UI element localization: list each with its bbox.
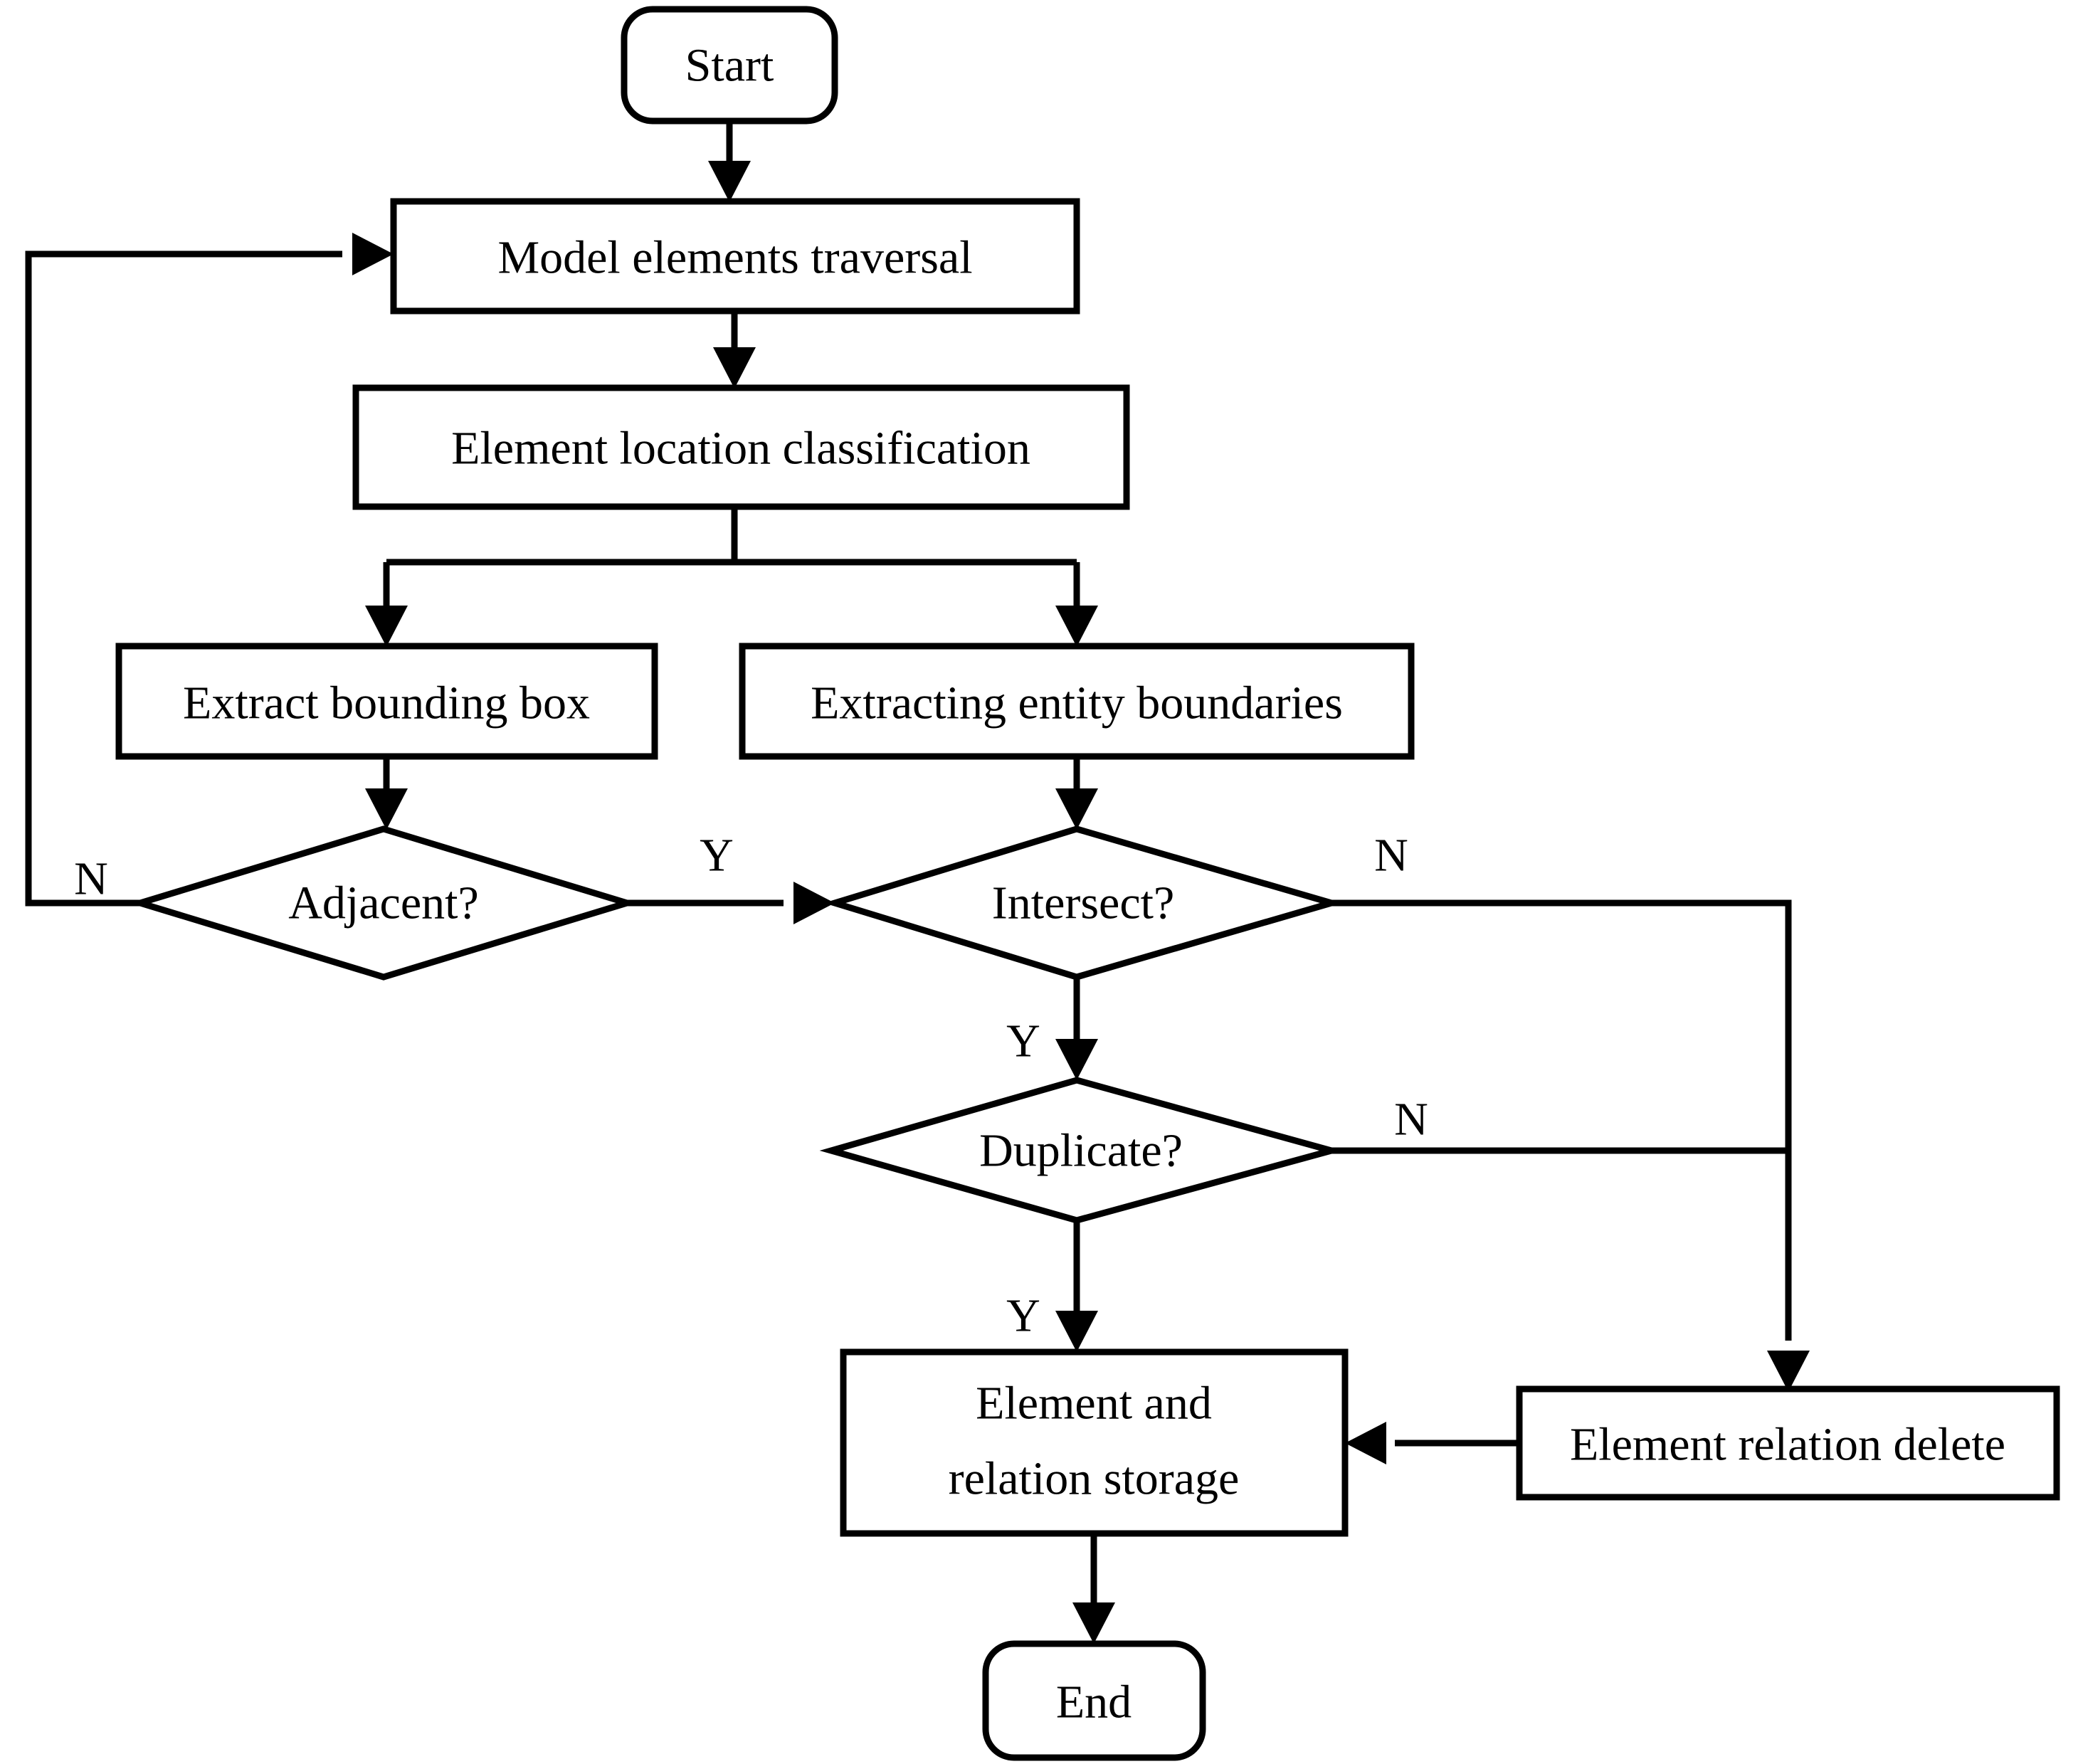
adjacent-shape: [129, 825, 638, 981]
duplicate-shape: [819, 1077, 1344, 1224]
bounding-box-shape: [115, 643, 658, 760]
node-adjacent-decision[interactable]: Adjacent?: [129, 825, 638, 981]
node-end[interactable]: End: [982, 1640, 1206, 1761]
edge-relation-delete-to-storage: [1345, 1422, 1519, 1464]
intersect-label: Intersect?: [992, 877, 1175, 929]
storage-label-line1: Element and: [976, 1378, 1212, 1430]
edge-storage-to-end: [1072, 1533, 1115, 1644]
end-label: End: [1056, 1676, 1132, 1728]
intersect-shape: [823, 825, 1344, 981]
node-intersect-decision[interactable]: Intersect?: [823, 825, 1344, 981]
traversal-shape: [390, 198, 1080, 315]
relation-delete-shape: [1516, 1385, 2060, 1501]
traversal-label: Model elements traversal: [497, 232, 972, 284]
edge-traversal-to-classification: [713, 311, 756, 389]
classification-shape: [352, 384, 1130, 510]
edge-bus-to-entity-boundaries: [1055, 562, 1098, 647]
node-element-location-classification[interactable]: Element location classification: [352, 384, 1130, 510]
entity-boundaries-label: Extracting entity boundaries: [811, 677, 1343, 729]
branch-label-intersect-yes: Y: [1006, 1015, 1040, 1067]
edge-duplicate-yes-to-storage: [1055, 1220, 1098, 1352]
branch-label-adjacent-yes: Y: [700, 830, 734, 882]
edge-bus-to-bounding-box: [365, 562, 408, 647]
node-duplicate-decision[interactable]: Duplicate?: [819, 1077, 1344, 1224]
node-model-elements-traversal[interactable]: Model elements traversal: [390, 198, 1080, 315]
node-start[interactable]: Start: [621, 6, 838, 125]
duplicate-label: Duplicate?: [979, 1125, 1183, 1177]
node-extract-bounding-box[interactable]: Extract bounding box: [115, 643, 658, 760]
edge-start-to-traversal: [708, 121, 751, 202]
branch-label-adjacent-no: N: [74, 853, 108, 905]
edge-intersect-no-to-relation-delete: [1331, 899, 1810, 1392]
node-extracting-entity-boundaries[interactable]: Extracting entity boundaries: [739, 643, 1415, 760]
classification-label: Element location classification: [451, 423, 1030, 475]
edge-bounding-box-to-adjacent: [365, 756, 408, 830]
edge-classification-split-bus: [386, 507, 1077, 566]
bounding-box-label: Extract bounding box: [183, 677, 590, 729]
storage-label-line2: relation storage: [949, 1453, 1240, 1505]
node-element-and-relation-storage[interactable]: Element and relation storage: [840, 1348, 1349, 1537]
start-label: Start: [685, 40, 774, 92]
storage-shape: [840, 1348, 1349, 1537]
node-element-relation-delete[interactable]: Element relation delete: [1516, 1385, 2060, 1501]
end-shape: [982, 1640, 1206, 1761]
adjacent-label: Adjacent?: [288, 877, 479, 929]
relation-delete-label: Element relation delete: [1570, 1419, 2005, 1471]
edge-entity-boundaries-to-intersect: [1055, 756, 1098, 830]
branch-label-duplicate-no: N: [1394, 1094, 1428, 1146]
start-shape: [621, 6, 838, 125]
branch-label-duplicate-yes: Y: [1006, 1290, 1040, 1342]
branch-label-intersect-no: N: [1374, 830, 1408, 882]
edge-intersect-yes-to-duplicate: [1055, 977, 1098, 1080]
edge-adjacent-yes-to-intersect: [627, 882, 835, 924]
entity-boundaries-shape: [739, 643, 1415, 760]
edge-adjacent-no-loop: [25, 233, 394, 907]
